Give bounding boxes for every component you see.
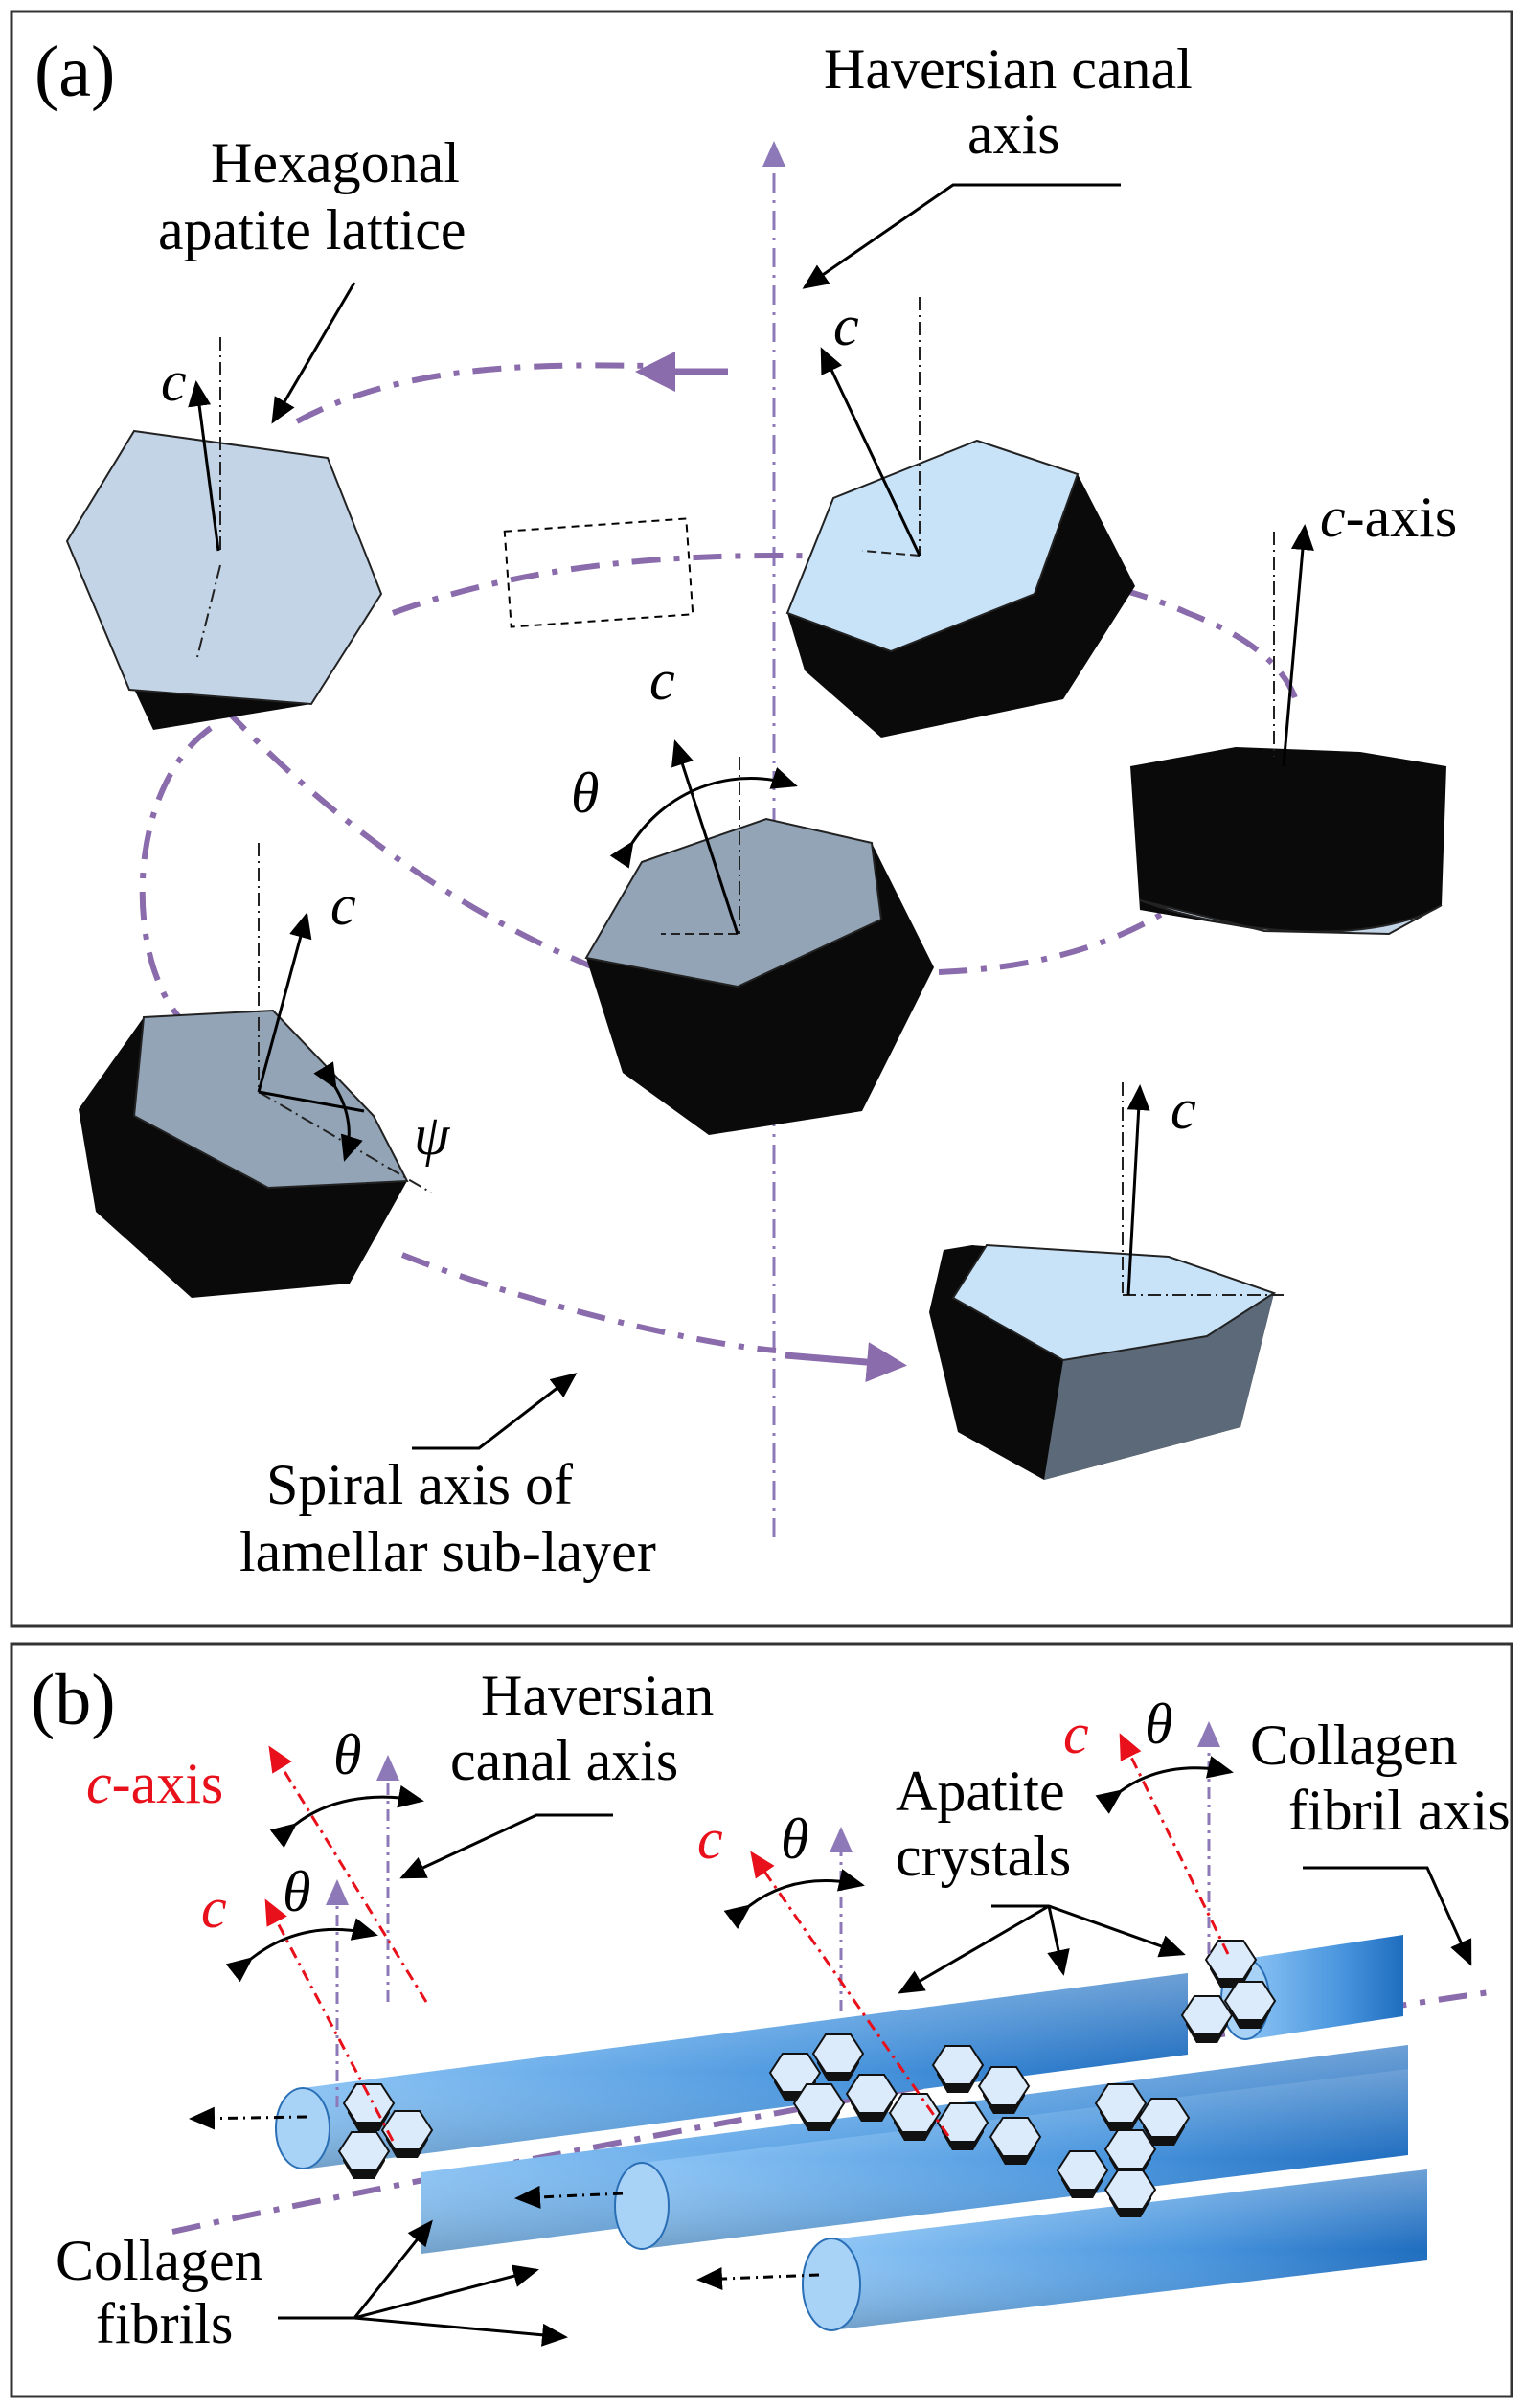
panel-b: (b)	[10, 1642, 1513, 2398]
fibrils-label-line1: Collagen	[56, 2229, 263, 2292]
haversian-leader-a	[802, 183, 1121, 289]
theta-label-b-3: θ	[781, 1807, 808, 1871]
c-axis-b-4	[1119, 1733, 1230, 1955]
c-axis-b-1	[268, 1745, 428, 2003]
collagen-axis-label-line2: fibril axis	[1288, 1779, 1511, 1842]
fibril-dir-arrow-3	[696, 2267, 820, 2291]
hex-label-line1: Hexagonal	[211, 131, 460, 194]
haversian-label-a-line2: axis	[967, 102, 1060, 166]
hex-leader	[271, 282, 356, 424]
crystal-5-c-label: c	[330, 874, 356, 937]
panel-a: (a) c	[10, 10, 1513, 1628]
crystal-4: c θ	[571, 648, 934, 1135]
crystal-5: c ψ	[79, 843, 451, 1298]
crystal-3: c-axis	[1130, 486, 1457, 936]
theta-arc-1	[269, 1784, 424, 1849]
panel-a-tag: (a)	[34, 32, 115, 112]
crystal-4-c-label: c	[649, 648, 675, 712]
collagen-axis-label-line1: Collagen	[1250, 1714, 1458, 1777]
fibril-dir-arrow-1	[189, 2106, 307, 2130]
apatite-leader-3	[1047, 1905, 1070, 1976]
crystal-6: c	[929, 1078, 1284, 1480]
panel-a-frame	[10, 10, 1513, 1628]
crystal-2: c	[785, 294, 1135, 738]
c-label-b-2: c	[201, 1876, 227, 1940]
theta-label-b-4: θ	[1145, 1692, 1172, 1756]
spiral-leader	[412, 1373, 578, 1450]
apatite-label-line2: crystals	[896, 1825, 1071, 1888]
crystal-5-psi-label: ψ	[414, 1103, 451, 1167]
crystal-6-c-label: c	[1171, 1078, 1196, 1141]
hex-label-line2: apatite lattice	[158, 198, 466, 261]
crystal-1-c-label: c	[161, 350, 187, 413]
crystal-4-theta-label: θ	[571, 761, 599, 825]
spiral-label-line2: lamellar sub-layer	[239, 1520, 656, 1583]
crystal-3-c-label: c-axis	[1320, 486, 1457, 549]
apatite-leader	[991, 1904, 1186, 1958]
c-label-b-3: c	[697, 1807, 723, 1871]
panel-b-tag: (b)	[31, 1660, 116, 1740]
theta-arc-2	[225, 1918, 378, 1983]
collagen-axis-leader	[1303, 1866, 1472, 1966]
apatite-label-line1: Apatite	[896, 1760, 1065, 1823]
crystal-1: c	[65, 337, 383, 730]
apatite-leader-2	[898, 1904, 1050, 1994]
spiral-dashed-box	[503, 517, 694, 628]
fibril-1	[275, 1973, 1188, 2169]
c-label-b-4: c	[1063, 1702, 1089, 1765]
haversian-label-b-line1: Haversian	[481, 1664, 714, 1727]
fibrils-leader-3	[353, 2316, 568, 2347]
fibril-dir-arrow-2	[514, 2185, 624, 2209]
panel-b-frame	[10, 1642, 1513, 2398]
theta-label-b-2: θ	[283, 1860, 310, 1923]
crystal-2-c-label: c	[833, 294, 859, 357]
spiral-axis-path	[139, 362, 1301, 1353]
theta-arc-3	[723, 1869, 865, 1930]
haversian-label-b-line2: canal axis	[450, 1729, 678, 1792]
haversian-label-a-line1: Haversian canal	[824, 37, 1193, 101]
c-axis-b-label: c-axis	[86, 1752, 223, 1815]
theta-arc-4	[1095, 1756, 1234, 1814]
spiral-arrow-bottom	[785, 1342, 907, 1383]
spiral-label-line1: Spiral axis of	[266, 1453, 573, 1516]
theta-label-b-1: θ	[333, 1723, 361, 1786]
fibrils-leader-2	[353, 2264, 539, 2320]
haversian-leader-b	[399, 1813, 613, 1879]
fibrils-label-line2: fibrils	[96, 2292, 233, 2355]
fibril-5	[802, 2169, 1427, 2331]
fibril-axis-b	[171, 1989, 1490, 2235]
